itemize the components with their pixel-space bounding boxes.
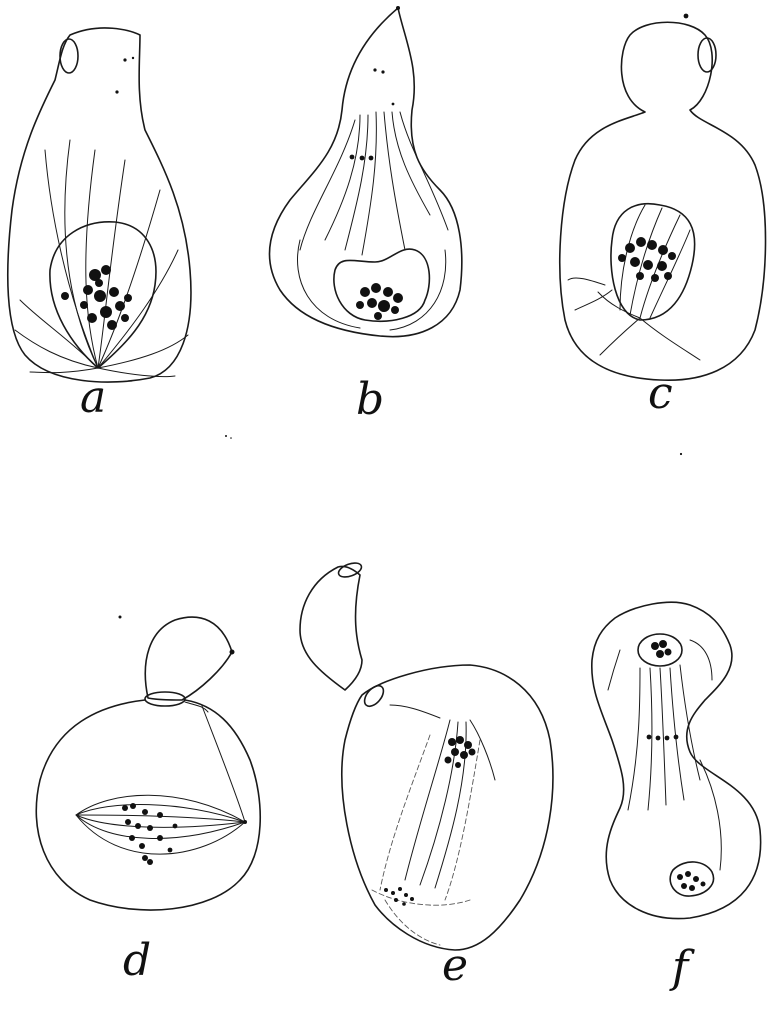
chromosomes-a xyxy=(61,265,132,330)
nucleus-c xyxy=(611,204,695,320)
chromosomes-e xyxy=(384,736,476,906)
vacuole-a xyxy=(60,39,78,73)
cell-outline-f xyxy=(592,602,761,918)
spindle-fibers-e xyxy=(372,705,495,945)
bud-e xyxy=(300,566,362,690)
chromosomes-d xyxy=(122,803,177,865)
figure-e: e xyxy=(300,560,553,991)
cell-outline-a xyxy=(8,28,191,382)
spindle-fibers-c xyxy=(568,205,700,360)
figure-label-c: c xyxy=(648,368,673,419)
figure-d: d xyxy=(36,617,260,986)
figure-label-f: f xyxy=(669,942,695,993)
figure-b: b xyxy=(269,6,461,425)
spindle-fibers-a xyxy=(15,140,188,377)
cell-outline-e xyxy=(342,665,553,950)
figure-label-a: a xyxy=(80,372,106,423)
figure-c: c xyxy=(560,14,766,419)
spindle-fibers-f xyxy=(608,640,721,870)
figure-f: f xyxy=(592,602,761,993)
figure-label-b: b xyxy=(356,374,384,425)
chromosomes-f xyxy=(677,871,706,891)
vacuole-c xyxy=(698,38,716,72)
cell-outline-c xyxy=(560,22,766,380)
bud-d xyxy=(145,617,232,700)
chromosomes-b xyxy=(356,283,403,320)
figure-a: a xyxy=(8,28,191,423)
figure-label-e: e xyxy=(442,940,468,991)
figure-label-d: d xyxy=(123,935,151,986)
